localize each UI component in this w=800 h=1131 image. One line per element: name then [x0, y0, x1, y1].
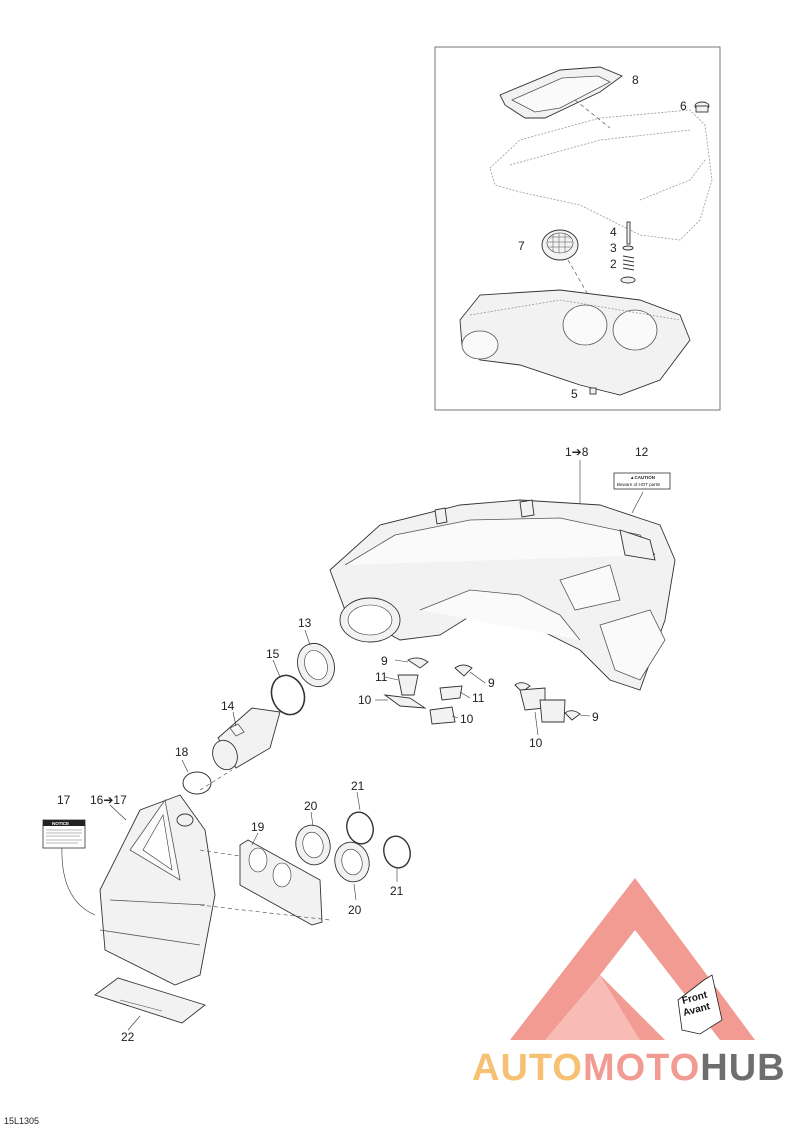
leader-12: [631, 491, 644, 514]
callout-17: 17: [57, 793, 71, 807]
leader-11b: [459, 691, 471, 699]
callout-21a: 21: [351, 779, 365, 793]
lower-housing-inset: [459, 289, 691, 396]
detail-inset-frame: [434, 46, 721, 411]
part-6-grommet: [694, 101, 710, 113]
leader-21a: [356, 791, 361, 811]
part-2-spring: [620, 255, 636, 284]
leader-9b: [469, 671, 486, 684]
callout-2: 2: [610, 257, 617, 271]
part-8-cover: [499, 66, 623, 119]
part-3-washer: [622, 245, 634, 251]
leader-9c: [579, 714, 591, 717]
watermark-moto: MOTO: [583, 1047, 700, 1089]
leader-8-down: [574, 99, 611, 129]
callout-9b: 9: [488, 676, 495, 690]
assembly-line-b: [199, 904, 331, 921]
callout-10c: 10: [529, 736, 543, 750]
leader-19: [251, 832, 259, 846]
leader-9a: [394, 659, 409, 663]
watermark-auto: AUTO: [472, 1047, 583, 1089]
callout-21b: 21: [390, 884, 404, 898]
callout-18: 18: [175, 745, 189, 759]
part-4-bolt: [626, 221, 631, 245]
callout-16to17: 16➔17: [90, 793, 127, 807]
clips-group: [383, 657, 581, 725]
callout-1to8: 1➔8: [565, 445, 589, 459]
callout-7: 7: [518, 239, 525, 253]
leader-15: [272, 659, 281, 678]
part-12-caution-label: ▲CAUTION Beware of HOT parts!: [613, 472, 671, 490]
part-20-sleeves: [295, 824, 370, 883]
part-14-duct: [212, 707, 281, 771]
callout-13: 13: [298, 616, 312, 630]
part-16-lower-box: [99, 794, 216, 986]
callout-11a: 11: [375, 670, 388, 684]
leader-22: [127, 1015, 141, 1031]
part-19-plate: [239, 839, 323, 926]
callout-15: 15: [266, 647, 280, 661]
leader-10c: [534, 711, 539, 736]
front-direction-arrow: Front Avant: [677, 974, 723, 1035]
part-15-clamp: [270, 674, 306, 716]
caution-heading: ▲CAUTION: [630, 475, 655, 480]
callout-5: 5: [571, 387, 578, 401]
leader-13: [304, 629, 311, 646]
callout-20a: 20: [304, 799, 318, 813]
caution-line: Beware of HOT parts!: [617, 482, 660, 487]
main-air-box: [329, 499, 676, 691]
leader-20a: [310, 811, 314, 827]
part-18-ring: [182, 771, 212, 795]
callout-9c: 9: [592, 710, 599, 724]
leader-18: [181, 759, 189, 773]
callout-8: 8: [632, 73, 639, 87]
part-22-pad: [94, 977, 206, 1024]
leader-7-down: [567, 259, 591, 299]
assembly-line-a: [199, 769, 233, 791]
callout-11b: 11: [472, 691, 485, 705]
part-17-notice-label: NOTICE: [42, 819, 86, 849]
leader-20b: [353, 883, 357, 901]
watermark-hub: HUB: [700, 1047, 785, 1089]
leader-17: [61, 844, 96, 916]
part-21-clamps: [346, 811, 411, 869]
callout-9a: 9: [381, 654, 388, 668]
callout-6: 6: [680, 99, 687, 113]
callout-10b: 10: [460, 712, 474, 726]
leader-11a: [384, 676, 399, 681]
callout-4: 4: [610, 225, 617, 239]
callout-10a: 10: [358, 693, 372, 707]
automotohub-watermark: AUTOMOTOHUB: [472, 878, 786, 1089]
callout-3: 3: [610, 241, 617, 255]
notice-heading: NOTICE: [52, 821, 69, 826]
callout-12: 12: [635, 445, 649, 459]
diagram-reference-code: 15L1305: [4, 1116, 40, 1126]
front-arrow-icon: [677, 974, 723, 1035]
leader-16to17: [109, 804, 127, 821]
leader-10b: [451, 715, 459, 719]
part-7-filter-screen: [541, 229, 579, 261]
callout-19: 19: [251, 820, 265, 834]
callout-14: 14: [221, 699, 235, 713]
part-5-nut: [589, 387, 597, 395]
svg-text:AUTOMOTOHUB: AUTOMOTOHUB: [472, 1047, 786, 1089]
upper-housing-ghost: [489, 109, 713, 241]
callout-20b: 20: [348, 903, 362, 917]
leader-14: [232, 711, 237, 727]
callout-22: 22: [121, 1030, 135, 1044]
part-13-adapter-ring: [297, 642, 335, 688]
